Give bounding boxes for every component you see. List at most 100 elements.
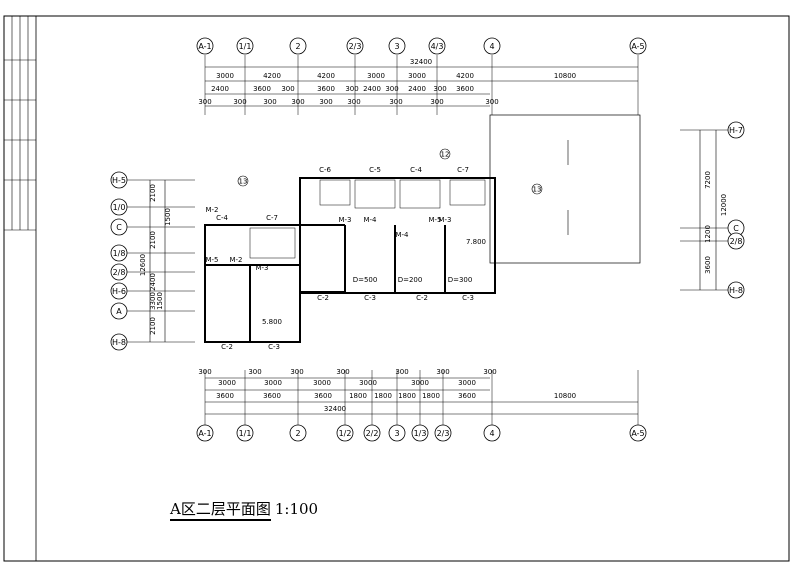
dim-top-r3-8: 300 — [319, 98, 332, 106]
opening-label-2: D=300 — [448, 276, 473, 284]
drawing-scale: 1:100 — [274, 500, 319, 518]
axis-bottom-2: 2 — [289, 424, 307, 442]
dim-left-1: 1500 — [164, 208, 172, 226]
dim-right-1: 12000 — [720, 194, 728, 216]
dim-top-r3-6: 300 — [485, 98, 498, 106]
axis-top-2: 2 — [289, 37, 307, 55]
dim-bottom-r2-7: 3600 — [458, 392, 476, 400]
detail-bubble-label-2: 13 — [533, 186, 542, 194]
dim-right-0: 7200 — [704, 171, 712, 189]
roof-outline — [489, 114, 641, 264]
axis-right-0-label: H-7 — [729, 126, 743, 135]
dim-right-2: 1200 — [704, 225, 712, 243]
axis-top-3-label: 2/3 — [349, 42, 362, 51]
title-text: A区二层平面图 — [170, 500, 271, 521]
axis-top-2-label: 2 — [295, 42, 300, 51]
dim-top-r2-7: 2400 — [408, 85, 426, 93]
door-label-6: M-5 — [428, 216, 441, 224]
axis-left-5: H-6 — [110, 282, 128, 300]
axis-top-7: A-5 — [629, 37, 647, 55]
axis-top-6: 4 — [483, 37, 501, 55]
axis-left-4: 2/8 — [110, 263, 128, 281]
dim-bottom-r1-8: 300 — [395, 368, 408, 376]
axis-left-6: A — [110, 302, 128, 320]
axis-top-4: 3 — [388, 37, 406, 55]
axis-bottom-1: 1/1 — [236, 424, 254, 442]
axis-bottom-9-label: A-5 — [631, 429, 644, 438]
dim-top-r3-0: 300 — [198, 98, 211, 106]
axis-left-5-label: H-6 — [112, 287, 126, 296]
dim-bottom-r2-4: 1800 — [374, 392, 392, 400]
axis-right-1-label: C — [733, 224, 739, 233]
elevation-label-1: 7.800 — [466, 238, 486, 246]
axis-bottom-9: A-5 — [629, 424, 647, 442]
axis-left-3-label: 1/8 — [113, 249, 126, 258]
opening-label-0: D=500 — [353, 276, 378, 284]
dim-right-3: 3600 — [704, 256, 712, 274]
right-dimension-lines — [699, 130, 717, 290]
dim-bottom-r2-6: 1800 — [422, 392, 440, 400]
opening-label-1: D=200 — [398, 276, 423, 284]
dim-top-r2-2: 300 — [281, 85, 294, 93]
dim-top-r3-2: 300 — [291, 98, 304, 106]
dim-top-r3-1: 300 — [233, 98, 246, 106]
axis-top-7-label: A-5 — [631, 42, 644, 51]
dim-bottom-total: 32400 — [324, 405, 346, 413]
axis-bottom-1-label: 1/1 — [239, 429, 252, 438]
dim-top-r1-4: 3000 — [408, 72, 426, 80]
building-walls — [204, 177, 496, 343]
window-label-11: C-3 — [268, 343, 280, 351]
detail-bubble-2: 13 — [531, 183, 543, 195]
axis-bottom-8-label: 4 — [489, 429, 494, 438]
window-label-1: C-7 — [266, 214, 278, 222]
window-label-2: C-6 — [319, 166, 331, 174]
dim-top-r2-0: 2400 — [211, 85, 229, 93]
dim-top-r2-9: 3600 — [456, 85, 474, 93]
dim-bottom-r1-7: 3000 — [359, 379, 377, 387]
dim-bottom-r1-10: 300 — [436, 368, 449, 376]
dim-bottom-r2-3: 1800 — [349, 392, 367, 400]
dim-top-r3-7: 300 — [263, 98, 276, 106]
axis-top-3: 2/3 — [346, 37, 364, 55]
dim-bottom-r1-9: 3000 — [411, 379, 429, 387]
axis-left-3: 1/8 — [110, 244, 128, 262]
dim-bottom-r1-5: 3000 — [313, 379, 331, 387]
detail-bubble-label-1: 12 — [441, 151, 450, 159]
window-label-4: C-4 — [410, 166, 422, 174]
axis-top-0: A-1 — [196, 37, 214, 55]
door-label-2: M-3 — [255, 264, 268, 272]
dim-top-r3-3: 300 — [347, 98, 360, 106]
axis-right-3-label: H-8 — [729, 286, 743, 295]
detail-bubble-label-0: 13 — [239, 178, 248, 186]
door-label-5: M-4 — [395, 231, 409, 239]
left-axis-bubbles: H-51/0C1/82/8H-6AH-8 — [110, 171, 195, 351]
elevation-label-0: 5.800 — [262, 318, 282, 326]
dim-bottom-r1-11: 3000 — [458, 379, 476, 387]
dim-top-r2-3: 3600 — [317, 85, 335, 93]
stair-hatch — [249, 179, 486, 259]
axis-left-0-label: H-5 — [112, 176, 126, 185]
axis-top-4-label: 3 — [394, 42, 399, 51]
axis-top-5: 4/3 — [428, 37, 446, 55]
axis-right-0: H-7 — [727, 121, 745, 139]
axis-left-0: H-5 — [110, 171, 128, 189]
dim-bottom-r1-1: 3000 — [218, 379, 236, 387]
axis-left-7: H-8 — [110, 333, 128, 351]
window-label-8: C-2 — [416, 294, 428, 302]
dim-top-r1-0: 3000 — [216, 72, 234, 80]
dim-top-r3-4: 300 — [389, 98, 402, 106]
detail-bubble-0: 13 — [237, 175, 249, 187]
axis-left-2-label: C — [116, 223, 122, 232]
door-label-4: M-4 — [363, 216, 377, 224]
axis-bottom-4: 2/2 — [363, 424, 381, 442]
axis-bottom-3-label: 1/2 — [339, 429, 352, 438]
axis-left-6-label: A — [116, 307, 122, 316]
window-label-9: C-3 — [462, 294, 474, 302]
door-label-8: M-3 — [438, 216, 451, 224]
dim-top-total: 32400 — [410, 58, 432, 66]
axis-left-2: C — [110, 218, 128, 236]
dim-bottom-r2-0: 3600 — [216, 392, 234, 400]
